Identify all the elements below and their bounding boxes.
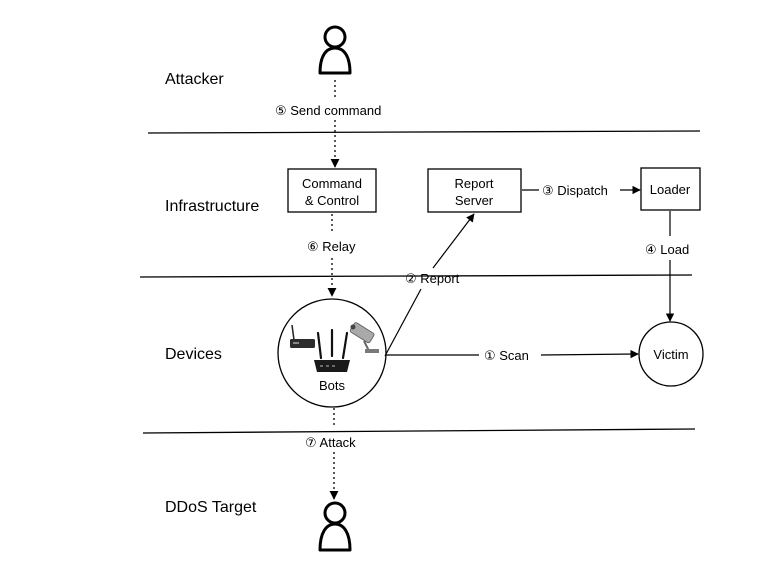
step-scan-label: ① Scan [484, 348, 529, 363]
victim-node [638, 321, 704, 387]
bots-label: Bots [319, 378, 346, 393]
loader-label: Loader [650, 182, 691, 197]
report-arrow [432, 213, 475, 269]
camera-icon [349, 322, 379, 353]
layer-label-devices: Devices [165, 346, 222, 363]
step-attack-label: ⑦ Attack [305, 435, 356, 450]
report-server-label-1: Report [454, 176, 493, 191]
separator-attacker-infrastructure [147, 130, 701, 134]
scan-arrow [540, 349, 639, 359]
step-dispatch-label: ③ Dispatch [542, 183, 608, 198]
dvr-icon [290, 324, 315, 348]
separator-devices-target [142, 428, 696, 434]
layer-label-ddos-target: DDoS Target [165, 499, 257, 516]
step-send-command-label: ⑤ Send command [275, 103, 381, 118]
command-and-control-box [287, 168, 377, 213]
report-line [384, 288, 422, 357]
report-server-label-2: Server [455, 193, 494, 208]
layer-label-attacker: Attacker [165, 71, 224, 88]
step-report-label: ② Report [405, 271, 460, 286]
layer-label-infrastructure: Infrastructure [165, 198, 259, 215]
command-and-control-label-1: Command [302, 176, 362, 191]
report-server-box [427, 168, 522, 213]
router-icon [314, 328, 350, 372]
ddos-target-person-icon [318, 501, 352, 552]
separator-infrastructure-devices [139, 274, 693, 278]
victim-label: Victim [653, 347, 688, 362]
step-relay-label: ⑥ Relay [307, 239, 356, 254]
loader-box [640, 167, 701, 211]
attacker-person-icon [318, 25, 352, 75]
command-and-control-label-2: & Control [305, 193, 359, 208]
step-load-label: ④ Load [645, 242, 689, 257]
